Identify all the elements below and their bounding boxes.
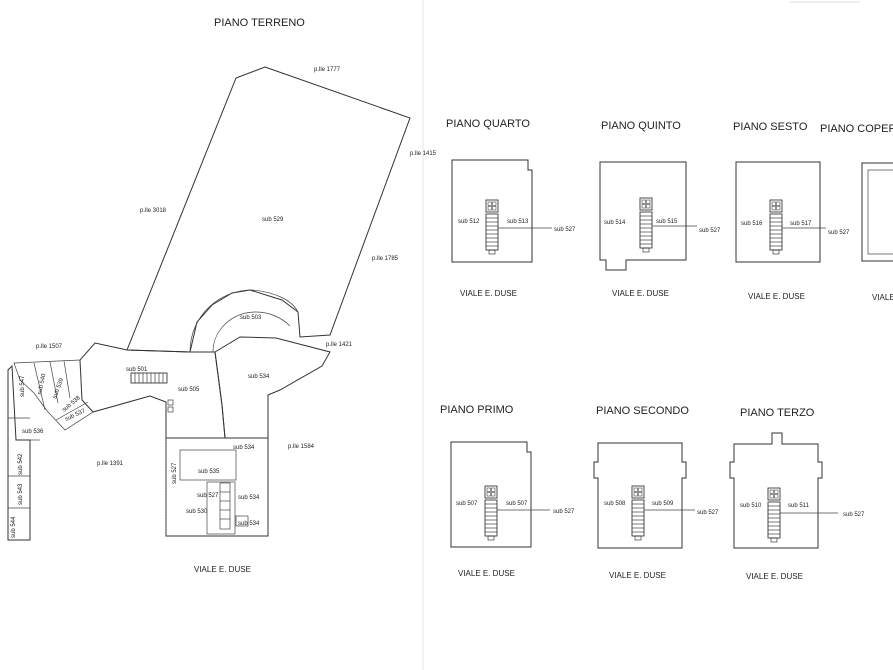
unit-label: sub 527 — [828, 230, 850, 236]
parcel-label: p.lle 1391 — [97, 461, 124, 467]
parcel-label: p.lle 1421 — [326, 342, 353, 348]
parcel-label: p.lle 1777 — [314, 67, 341, 73]
street-label: VIALE E. DUSE — [460, 289, 517, 298]
floor-quinto: PIANO QUINTO sub 514 sub 515 sub 527 VIA… — [599, 120, 721, 298]
street-label: VIALE E. DUSE — [746, 572, 803, 581]
parcel-label: p.lle 1415 — [410, 151, 437, 157]
unit-label: sub 535 — [198, 469, 220, 475]
street-label: VIALE E. DUSE — [609, 571, 666, 580]
floor-title: PIANO QUINTO — [601, 120, 681, 132]
unit-label: sub 507 — [506, 501, 528, 507]
floor-terzo: PIANO TERZO sub 510 sub 511 sub 527 VIAL… — [729, 407, 865, 581]
street-label: VIALE E. DUSE — [612, 289, 669, 298]
unit-label: sub 543 — [18, 483, 24, 505]
parcel-label: p.lle 1785 — [372, 256, 399, 262]
unit-label: sub 514 — [604, 220, 626, 226]
unit-label: sub 527 — [554, 227, 576, 233]
unit-label: sub 529 — [262, 217, 284, 223]
floor-sesto: PIANO SESTO sub 516 sub 517 sub 527 VIAL… — [733, 121, 850, 301]
unit-label: sub 513 — [507, 219, 529, 225]
floor-copertura: PIANO COPERT VIALE — [820, 123, 893, 302]
unit-label: sub 544 — [11, 516, 17, 538]
ground-floor-labels: p.lle 1777 p.lle 1415 p.lle 3018 sub 529… — [11, 67, 437, 574]
unit-label: sub 542 — [18, 453, 24, 475]
floor-title: PIANO PRIMO — [440, 404, 514, 416]
ground-floor-plan — [7, 66, 411, 541]
street-label: VIALE E. DUSE — [458, 569, 515, 578]
floor-title: PIANO SECONDO — [596, 405, 689, 417]
unit-label: sub 540 — [37, 373, 47, 396]
unit-label: sub 536 — [22, 429, 44, 435]
unit-label: sub 539 — [52, 377, 65, 400]
unit-label: sub 527 — [553, 509, 575, 515]
unit-label: sub 530 — [186, 509, 208, 515]
unit-label: sub 534 — [233, 445, 255, 451]
unit-label: sub 511 — [788, 503, 810, 509]
unit-label: sub 501 — [126, 367, 148, 373]
unit-label: sub 527 — [699, 228, 721, 234]
street-label: VIALE — [872, 293, 893, 302]
floor-title: PIANO QUARTO — [446, 118, 530, 130]
unit-label: sub 527 — [843, 512, 865, 518]
street-label: VIALE E. DUSE — [748, 292, 805, 301]
unit-label: sub 505 — [178, 387, 200, 393]
ground-floor-title: PIANO TERRENO — [214, 17, 305, 29]
unit-label: sub 507 — [456, 501, 478, 507]
street-label: VIALE E. DUSE — [194, 565, 251, 574]
unit-label: sub 527 — [172, 462, 178, 484]
unit-label: sub 527 — [197, 493, 219, 499]
unit-label: sub 510 — [740, 503, 762, 509]
unit-label: sub 547 — [20, 375, 26, 397]
floor-primo: PIANO PRIMO sub 507 sub 507 sub 527 VIAL… — [440, 404, 575, 578]
unit-label: sub 534 — [238, 495, 260, 501]
unit-label: sub 512 — [458, 219, 480, 225]
unit-label: sub 534 — [238, 521, 260, 527]
floor-title: PIANO COPERT — [820, 123, 893, 135]
floor-title: PIANO SESTO — [733, 121, 808, 133]
unit-label: sub 527 — [697, 510, 719, 516]
floor-secondo: PIANO SECONDO sub 508 sub 509 sub 527 VI… — [593, 405, 719, 580]
parcel-label: p.lle 1584 — [288, 444, 315, 450]
unit-label: sub 515 — [656, 219, 678, 225]
unit-label: sub 534 — [248, 374, 270, 380]
unit-label: sub 516 — [741, 221, 763, 227]
unit-label: sub 503 — [240, 315, 262, 321]
unit-label: sub 517 — [790, 221, 812, 227]
floor-title: PIANO TERZO — [740, 407, 815, 419]
floor-quarto: PIANO QUARTO sub 512 sub 513 sub 527 VIA… — [446, 118, 576, 298]
unit-label: sub 508 — [604, 501, 626, 507]
unit-label: sub 509 — [652, 501, 674, 507]
parcel-label: p.lle 1507 — [36, 344, 63, 350]
parcel-label: p.lle 3018 — [140, 208, 167, 214]
